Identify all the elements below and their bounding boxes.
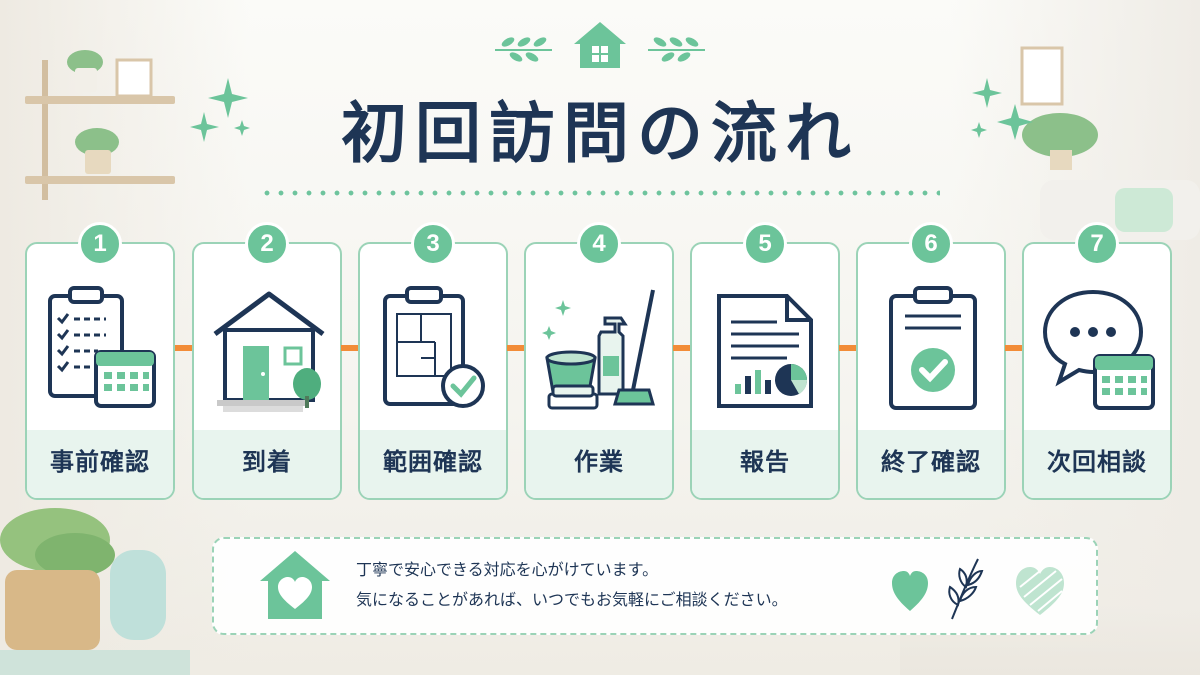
step-number: 2 — [245, 222, 289, 266]
sparkle-left-icon — [190, 78, 250, 142]
chat-calendar-icon — [1042, 289, 1155, 410]
step-7-card: 7 次回相談 — [1022, 222, 1172, 500]
sparkle-right-icon — [971, 78, 1033, 140]
room-decor-right-icon — [1020, 46, 1200, 240]
house-logo-icon — [574, 22, 626, 68]
step-label: 次回相談 — [1047, 448, 1147, 476]
shelf-post — [42, 60, 48, 200]
house-heart-icon — [260, 551, 330, 619]
step-3-card: 3 範囲確認 — [358, 222, 508, 500]
house-icon — [213, 291, 325, 412]
page-title: 初回訪問の流れ — [341, 95, 859, 172]
step-number: 1 — [78, 222, 122, 266]
step-1-card: 1 事前確認 — [25, 222, 175, 500]
clipboard-calendar-icon — [48, 286, 156, 408]
leaf-branch-icon — [948, 558, 984, 620]
message-text: 丁寧で安心できる対応を心がけています。 気になることがあれば、いつでもお気軽にご… — [356, 555, 788, 615]
shelf-upper — [25, 96, 175, 104]
title-dotted-divider — [260, 190, 940, 196]
step-label: 報告 — [740, 448, 790, 476]
step-label: 範囲確認 — [383, 448, 483, 476]
message-line-2: 気になることがあれば、いつでもお気軽にご相談ください。 — [356, 590, 788, 609]
shelf-plants-icon — [67, 50, 153, 174]
decorative-icons — [892, 558, 1064, 620]
message-line-1: 丁寧で安心できる対応を心がけています。 — [356, 560, 659, 579]
step-label: 終了確認 — [881, 448, 981, 476]
cleaning-supplies-icon — [542, 289, 655, 410]
step-label: 事前確認 — [50, 448, 150, 476]
step-number: 5 — [743, 222, 787, 266]
step-label: 到着 — [242, 448, 292, 476]
heart-icon — [892, 571, 928, 611]
flow-steps: 1 事前確認 2 — [25, 218, 1175, 503]
plant-basket-icon — [0, 508, 190, 675]
message-box: 丁寧で安心できる対応を心がけています。 気になることがあれば、いつでもお気軽にご… — [212, 537, 1098, 635]
leaf-branch-right-icon — [648, 37, 705, 62]
step-number: 6 — [909, 222, 953, 266]
leaf-branch-left-icon — [495, 37, 552, 62]
floorplan-check-icon — [383, 286, 485, 408]
heart-outline-icon — [1016, 567, 1064, 615]
clipboard-check-icon — [889, 286, 977, 410]
step-label: 作業 — [574, 448, 624, 476]
shelf-lower — [25, 176, 175, 184]
step-5-card: 5 報告 — [690, 222, 840, 500]
step-number: 7 — [1075, 222, 1119, 266]
step-6-card: 6 終了確認 — [856, 222, 1006, 500]
report-chart-icon — [717, 294, 813, 408]
step-4-card: 4 作業 — [524, 222, 674, 500]
step-number: 3 — [411, 222, 455, 266]
header-ornament — [495, 22, 705, 68]
step-number: 4 — [577, 222, 621, 266]
step-2-card: 2 到着 — [192, 222, 342, 500]
